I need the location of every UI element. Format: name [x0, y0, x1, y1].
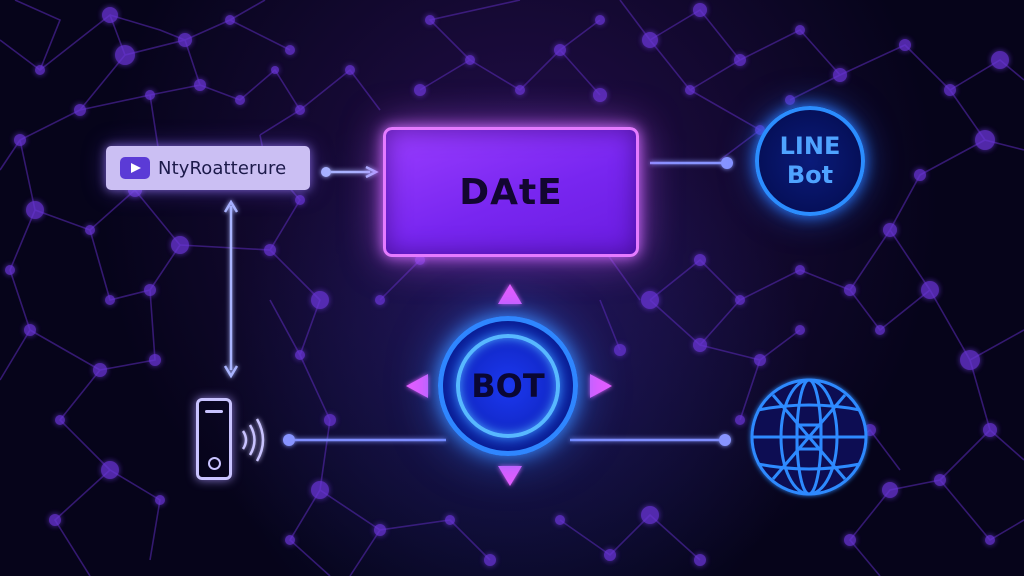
line-bot-label-line1: LINE — [779, 132, 841, 160]
device-icon[interactable] — [196, 398, 232, 480]
bot-hub[interactable]: BOT — [456, 334, 560, 438]
arrow-right-icon — [590, 374, 612, 398]
connector-bot-to-globe — [570, 434, 731, 446]
source-node-label: NtyRoatterure — [158, 157, 287, 179]
connector-source-to-device — [223, 199, 239, 379]
video-play-icon — [120, 157, 150, 179]
connector-date-to-linebot — [650, 157, 733, 169]
connector-device-to-bot — [283, 434, 446, 446]
connector-source-to-date — [321, 165, 379, 179]
date-box[interactable]: DAtE — [383, 127, 639, 257]
date-box-label: DAtE — [459, 171, 563, 213]
source-node[interactable]: NtyRoatterure — [106, 146, 310, 190]
line-bot-label-line2: Bot — [786, 161, 834, 189]
line-bot-node[interactable]: LINE Bot — [755, 106, 865, 216]
arrow-up-icon — [498, 284, 522, 304]
arrow-left-icon — [406, 374, 428, 398]
wifi-signal-icon — [241, 418, 265, 462]
globe-icon — [750, 378, 868, 496]
arrow-down-icon — [498, 466, 522, 486]
bot-hub-label: BOT — [471, 367, 545, 405]
